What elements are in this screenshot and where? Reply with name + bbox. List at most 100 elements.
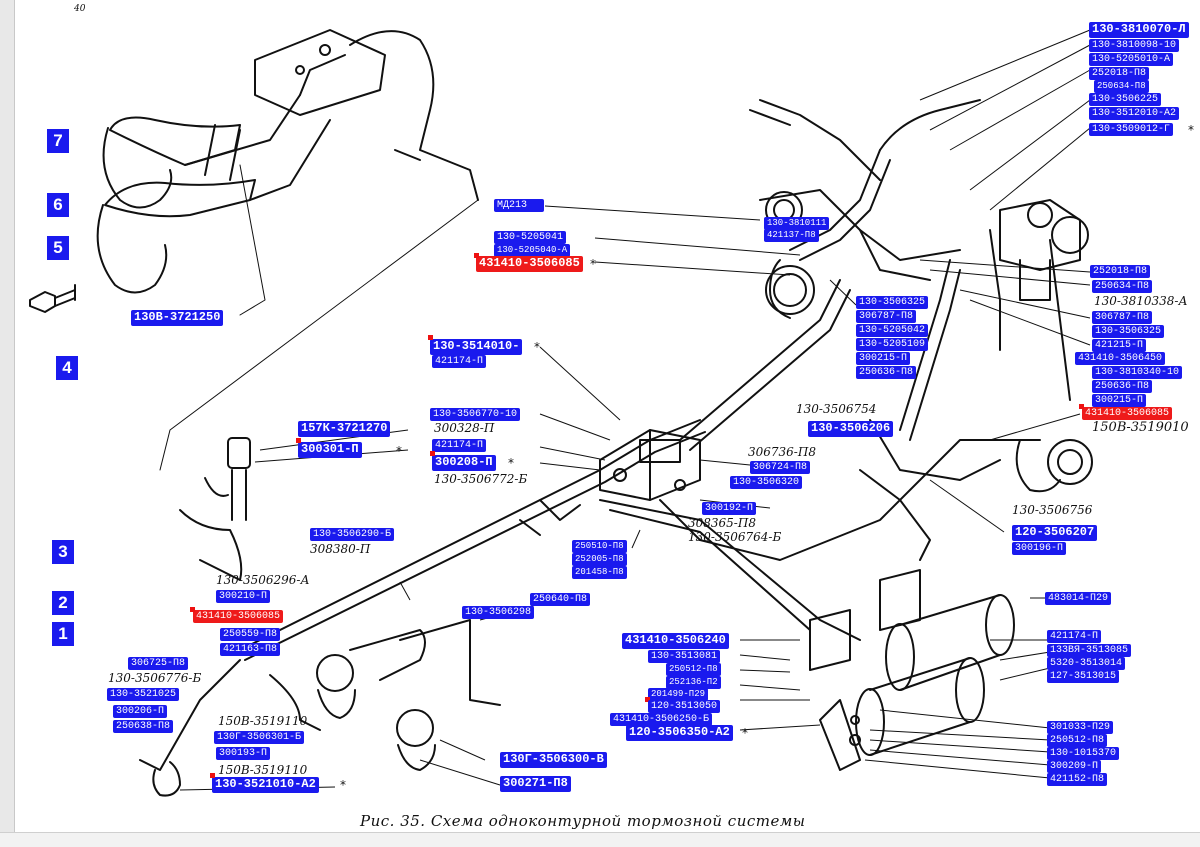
part-label[interactable]: 120-3506350-А2 — [626, 725, 733, 741]
part-label[interactable]: 250638-П8 — [113, 720, 174, 733]
part-label[interactable]: МД213 — [494, 199, 544, 212]
part-label[interactable]: 421174-П — [1047, 630, 1102, 643]
asterisk: * — [508, 456, 514, 470]
part-label[interactable]: 130-5205010-А — [1089, 53, 1174, 66]
part-label[interactable]: 421163-П8 — [220, 643, 281, 656]
part-label[interactable]: 300209-П — [1047, 760, 1102, 773]
marker-square — [210, 773, 215, 778]
part-label[interactable]: 130-3506225 — [1089, 93, 1162, 106]
part-label[interactable]: 130Г-3506300-В — [500, 752, 607, 768]
part-label[interactable]: 300196-П — [1012, 542, 1067, 555]
part-label[interactable]: 300208-П — [432, 455, 496, 471]
part-label[interactable]: 431410-3506250-Б — [610, 713, 713, 726]
part-label[interactable]: 130-1015370 — [1047, 747, 1120, 760]
part-label[interactable]: 201458-П8 — [572, 566, 627, 579]
part-label[interactable]: 306725-П8 — [128, 657, 189, 670]
part-label[interactable]: 130В-3721250 — [131, 310, 224, 326]
part-label[interactable]: 130-5205041 — [494, 231, 567, 244]
asterisk: * — [396, 444, 402, 458]
part-label[interactable]: 250640-П8 — [530, 593, 591, 606]
part-label[interactable]: 133ВЯ-3513085 — [1047, 644, 1132, 657]
part-label[interactable]: 300215-П — [856, 352, 911, 365]
corner-mark: 40 — [74, 4, 86, 14]
part-label-highlighted[interactable]: 431410-3506085 — [476, 256, 583, 272]
part-label[interactable]: 130-3506290-Б — [310, 528, 395, 541]
part-label[interactable]: 300210-П — [216, 590, 271, 603]
part-label[interactable]: 252005-П8 — [572, 553, 627, 566]
drawing-text: 130-3506772-Б — [434, 472, 528, 486]
part-label[interactable]: 252018-П8 — [1089, 67, 1150, 80]
part-label[interactable]: 250512-П8 — [666, 663, 721, 676]
part-label[interactable]: 250636-П8 — [1092, 380, 1153, 393]
marker-square — [430, 451, 435, 456]
part-label[interactable]: 130-3512010-А2 — [1089, 107, 1180, 120]
part-label[interactable]: 130-3514010- — [430, 339, 523, 355]
part-label[interactable]: 306787-П8 — [1092, 311, 1153, 324]
drawing-text: 130-3506754 — [796, 402, 877, 416]
part-label[interactable]: 130-3506770-10 — [430, 408, 521, 421]
drawing-text: 300328-П — [434, 421, 495, 435]
marker-square — [474, 253, 479, 258]
part-label[interactable]: 120-3513050 — [648, 700, 721, 713]
part-label[interactable]: 250634-П8 — [1092, 280, 1153, 293]
part-label[interactable]: 421137-П8 — [764, 229, 819, 242]
drawing-text: 130-3810338-А — [1094, 294, 1188, 308]
part-label[interactable]: 130-5205040-А — [494, 244, 571, 257]
part-label[interactable]: 421152-П8 — [1047, 773, 1108, 786]
part-label[interactable]: 130-3506206 — [808, 421, 894, 437]
marker-square — [428, 335, 433, 340]
part-label[interactable]: 306787-П8 — [856, 310, 917, 323]
part-label[interactable]: 130-3506325 — [1092, 325, 1165, 338]
drawing-text: 306736-П8 — [748, 445, 816, 459]
part-label[interactable]: 300192-П — [702, 502, 757, 515]
part-label[interactable]: 5320-3513014 — [1047, 657, 1126, 670]
part-label[interactable]: 130-3509012-Г — [1089, 123, 1174, 136]
part-label[interactable]: 301033-П29 — [1047, 721, 1114, 734]
part-label-highlighted[interactable]: 431410-3506085 — [193, 610, 284, 623]
part-label[interactable]: 127-3513015 — [1047, 670, 1120, 683]
drawing-text: 130-3506776-Б — [108, 671, 202, 685]
part-label[interactable]: 130-3521010-А2 — [212, 777, 319, 793]
part-label[interactable]: 250510-П8 — [572, 540, 627, 553]
part-label[interactable]: 483014-П29 — [1045, 592, 1112, 605]
part-label[interactable]: 130-3521025 — [107, 688, 180, 701]
part-label[interactable]: 130-5205042 — [856, 324, 929, 337]
part-label[interactable]: 130-3506298 — [462, 606, 535, 619]
part-label[interactable]: 157К-3721270 — [298, 421, 391, 437]
part-label[interactable]: 300215-П — [1092, 394, 1147, 407]
asterisk: * — [742, 726, 748, 740]
part-label[interactable]: 130-3810111 — [764, 217, 830, 230]
part-label[interactable]: 130Г-3506301-Б — [214, 731, 305, 744]
part-label[interactable]: 250634-П8 — [1094, 80, 1149, 93]
part-label[interactable]: 120-3506207 — [1012, 525, 1098, 541]
part-label[interactable]: 300271-П8 — [500, 776, 571, 792]
part-label[interactable]: 201499-П29 — [648, 688, 709, 701]
part-label[interactable]: 300206-П — [113, 705, 168, 718]
part-label[interactable]: 250512-П8 — [1047, 734, 1108, 747]
part-label[interactable]: 431410-3506240 — [622, 633, 729, 649]
section-number-2: 2 — [52, 591, 74, 615]
part-label[interactable]: 252018-П8 — [1090, 265, 1151, 278]
part-label[interactable]: 250559-П8 — [220, 628, 281, 641]
part-label[interactable]: 130-3810340-10 — [1092, 366, 1183, 379]
part-label[interactable]: 130-3506325 — [856, 296, 929, 309]
part-label[interactable]: 130-3506320 — [730, 476, 803, 489]
part-label[interactable]: 300193-П — [216, 747, 271, 760]
part-label[interactable]: 130-3810070-Л — [1089, 22, 1189, 38]
part-label[interactable]: 421215-П — [1092, 339, 1147, 352]
part-label[interactable]: 431410-3506450 — [1075, 352, 1166, 365]
part-label[interactable]: 130-3810098-10 — [1089, 39, 1180, 52]
part-label[interactable]: 252136-П2 — [666, 676, 721, 689]
part-label[interactable]: 300301-П — [298, 442, 362, 458]
drawing-text: 130-3506756 — [1012, 503, 1093, 517]
part-label-highlighted[interactable]: 431410-3506085 — [1082, 407, 1173, 420]
part-label[interactable]: 130-5205109 — [856, 338, 929, 351]
part-label[interactable]: 421174-П — [432, 355, 487, 368]
part-label[interactable]: 306724-П8 — [750, 461, 811, 474]
section-number-6: 6 — [47, 193, 69, 217]
part-label[interactable]: 130-3513081 — [648, 650, 721, 663]
part-label[interactable]: 421174-П — [432, 439, 487, 452]
asterisk: * — [340, 778, 346, 792]
pressure-gauge — [749, 99, 881, 319]
part-label[interactable]: 250636-П8 — [856, 366, 917, 379]
